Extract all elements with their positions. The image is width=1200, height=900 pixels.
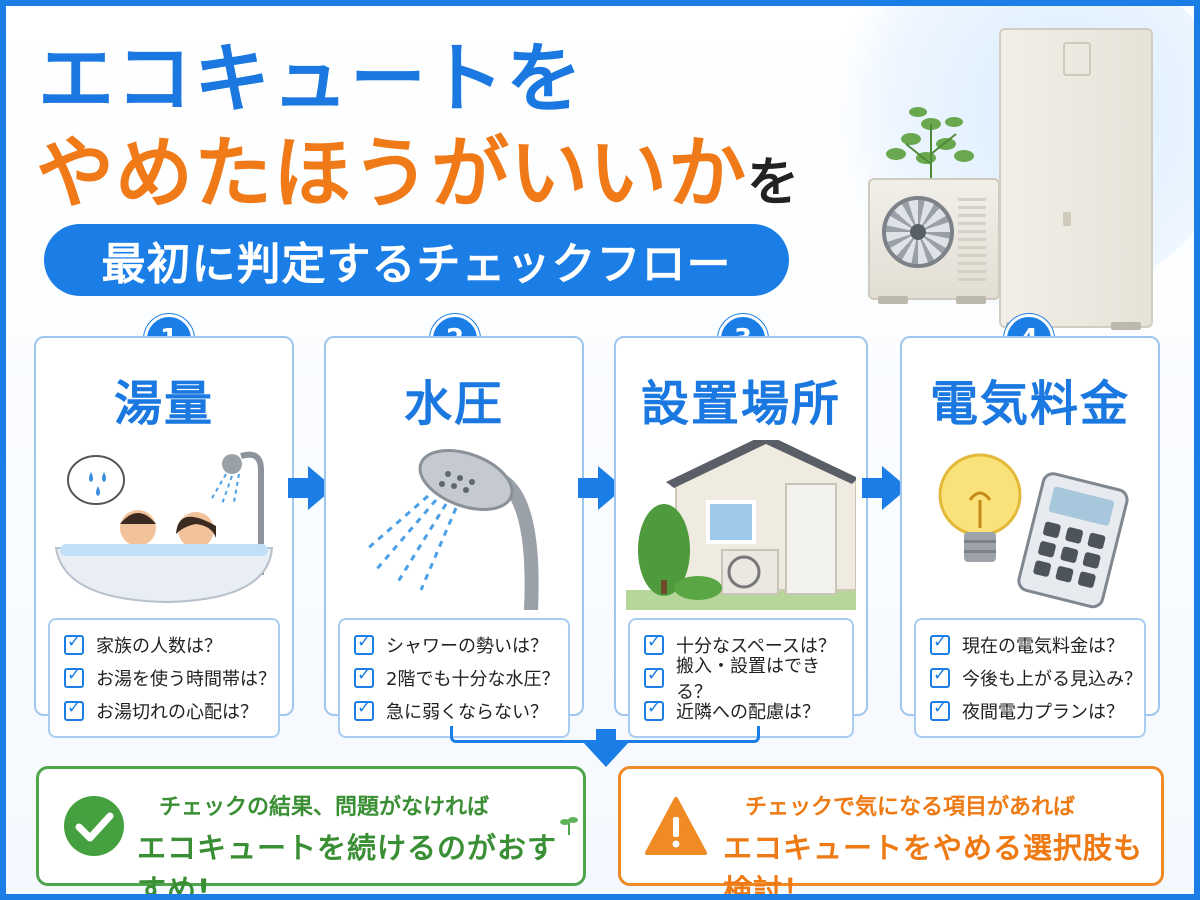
step-title: 湯量	[113, 376, 214, 432]
step-title: 電気料金	[929, 376, 1130, 432]
checkbox-icon	[644, 698, 664, 721]
fan-icon	[882, 196, 954, 268]
checklist: 十分なスペースは？ 搬入・設置はできる？ 近隣への配慮は？	[628, 618, 854, 738]
outdoor-heat-pump-unit	[868, 178, 1000, 300]
checklist-item: お湯を使う時間帯は？	[64, 661, 278, 694]
checklist-item: 急に弱くならない？	[354, 694, 568, 727]
warning-icon	[645, 795, 707, 857]
checklist-item: 家族の人数は？	[64, 628, 278, 661]
step-card-electricity-cost: 電気料金	[900, 336, 1160, 738]
result-ok-main: エコキュートを続けるのがおすすめ!	[137, 831, 558, 900]
step-title: 水圧	[403, 376, 504, 432]
subtitle-banner: 最初に判定するチェックフロー	[44, 224, 789, 296]
step-title: 設置場所	[640, 376, 841, 432]
title-line-2-tail: を	[747, 153, 800, 213]
result-warning-main: エコキュートをやめる選択肢も検討！	[723, 831, 1144, 900]
result-warning-subtext: チェックで気になる項目があれば	[745, 795, 1076, 820]
checkbox-icon	[64, 698, 84, 721]
checklist-item: 現在の電気料金は？	[930, 628, 1144, 661]
checklist-item: 近隣への配慮は？	[644, 694, 852, 727]
check-circle-icon	[63, 795, 125, 857]
shower-head-icon	[336, 440, 572, 617]
sprout-icon	[559, 815, 579, 839]
checkbox-icon	[644, 632, 664, 655]
checklist-item: 搬入・設置はできる？	[644, 656, 852, 703]
down-arrow-icon	[582, 729, 630, 767]
checklist-item: 2階でも十分な水圧？	[354, 661, 568, 694]
result-ok-subtext: チェックの結果、問題がなければ	[159, 795, 490, 820]
checkbox-icon	[64, 632, 84, 655]
checkbox-icon	[930, 698, 950, 721]
checklist-item: お湯切れの心配は？	[64, 694, 278, 727]
step-card-hot-water-volume: 湯量 家族の人数は？ お湯を使う時間帯は？ お湯切れの心配は？	[34, 336, 294, 738]
bulb-calculator-icon	[912, 440, 1148, 610]
step-card-water-pressure: 水圧 シャワーの勢いは？ 2階でも十分な水圧？ 急に弱くならない？	[324, 336, 584, 738]
checklist-item: 夜間電力プランは？	[930, 694, 1144, 727]
step-card-installation-site: 設置場所 十分なスペースは？ 搬入・設置はできる？ 近	[614, 336, 868, 738]
hot-water-tank-unit	[999, 28, 1153, 328]
checkbox-icon	[354, 665, 374, 688]
house-icon	[626, 434, 858, 610]
checklist: シャワーの勢いは？ 2階でも十分な水圧？ 急に弱くならない？	[338, 618, 570, 738]
checkbox-icon	[354, 632, 374, 655]
plant-illustration	[876, 94, 986, 184]
checklist: 家族の人数は？ お湯を使う時間帯は？ お湯切れの心配は？	[48, 618, 280, 738]
result-warning-box: チェックで気になる項目があれば エコキュートをやめる選択肢も検討！	[618, 766, 1164, 894]
bath-icon	[46, 440, 282, 610]
result-ok-box: チェックの結果、問題がなければ エコキュートを続けるのがおすすめ!	[36, 766, 586, 894]
checkbox-icon	[64, 665, 84, 688]
checkbox-icon	[644, 665, 664, 688]
checkbox-icon	[354, 698, 374, 721]
checklist-item: シャワーの勢いは？	[354, 628, 568, 661]
title-line-2-main: やめたほうがいいか	[36, 129, 748, 219]
title-line-2: やめたほうがいいかを	[36, 124, 799, 245]
checklist-item: 十分なスペースは？	[644, 628, 852, 661]
checklist-item: 今後も上がる見込み？	[930, 661, 1144, 694]
title-line-1: エコキュートを	[38, 34, 584, 123]
checkbox-icon	[930, 632, 950, 655]
checkbox-icon	[930, 665, 950, 688]
checklist: 現在の電気料金は？ 今後も上がる見込み？ 夜間電力プランは？	[914, 618, 1146, 738]
